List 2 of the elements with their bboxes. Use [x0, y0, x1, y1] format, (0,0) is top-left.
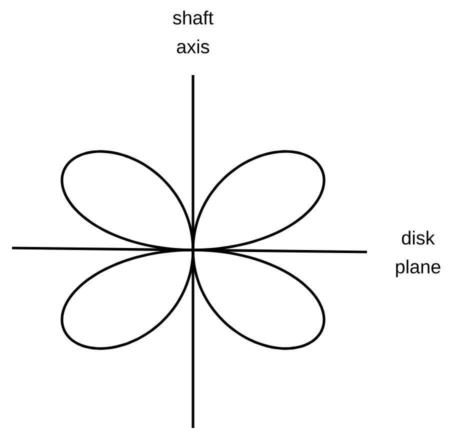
axis-label: disk plane [396, 230, 440, 278]
axis-label: shaft axis [173, 10, 214, 54]
